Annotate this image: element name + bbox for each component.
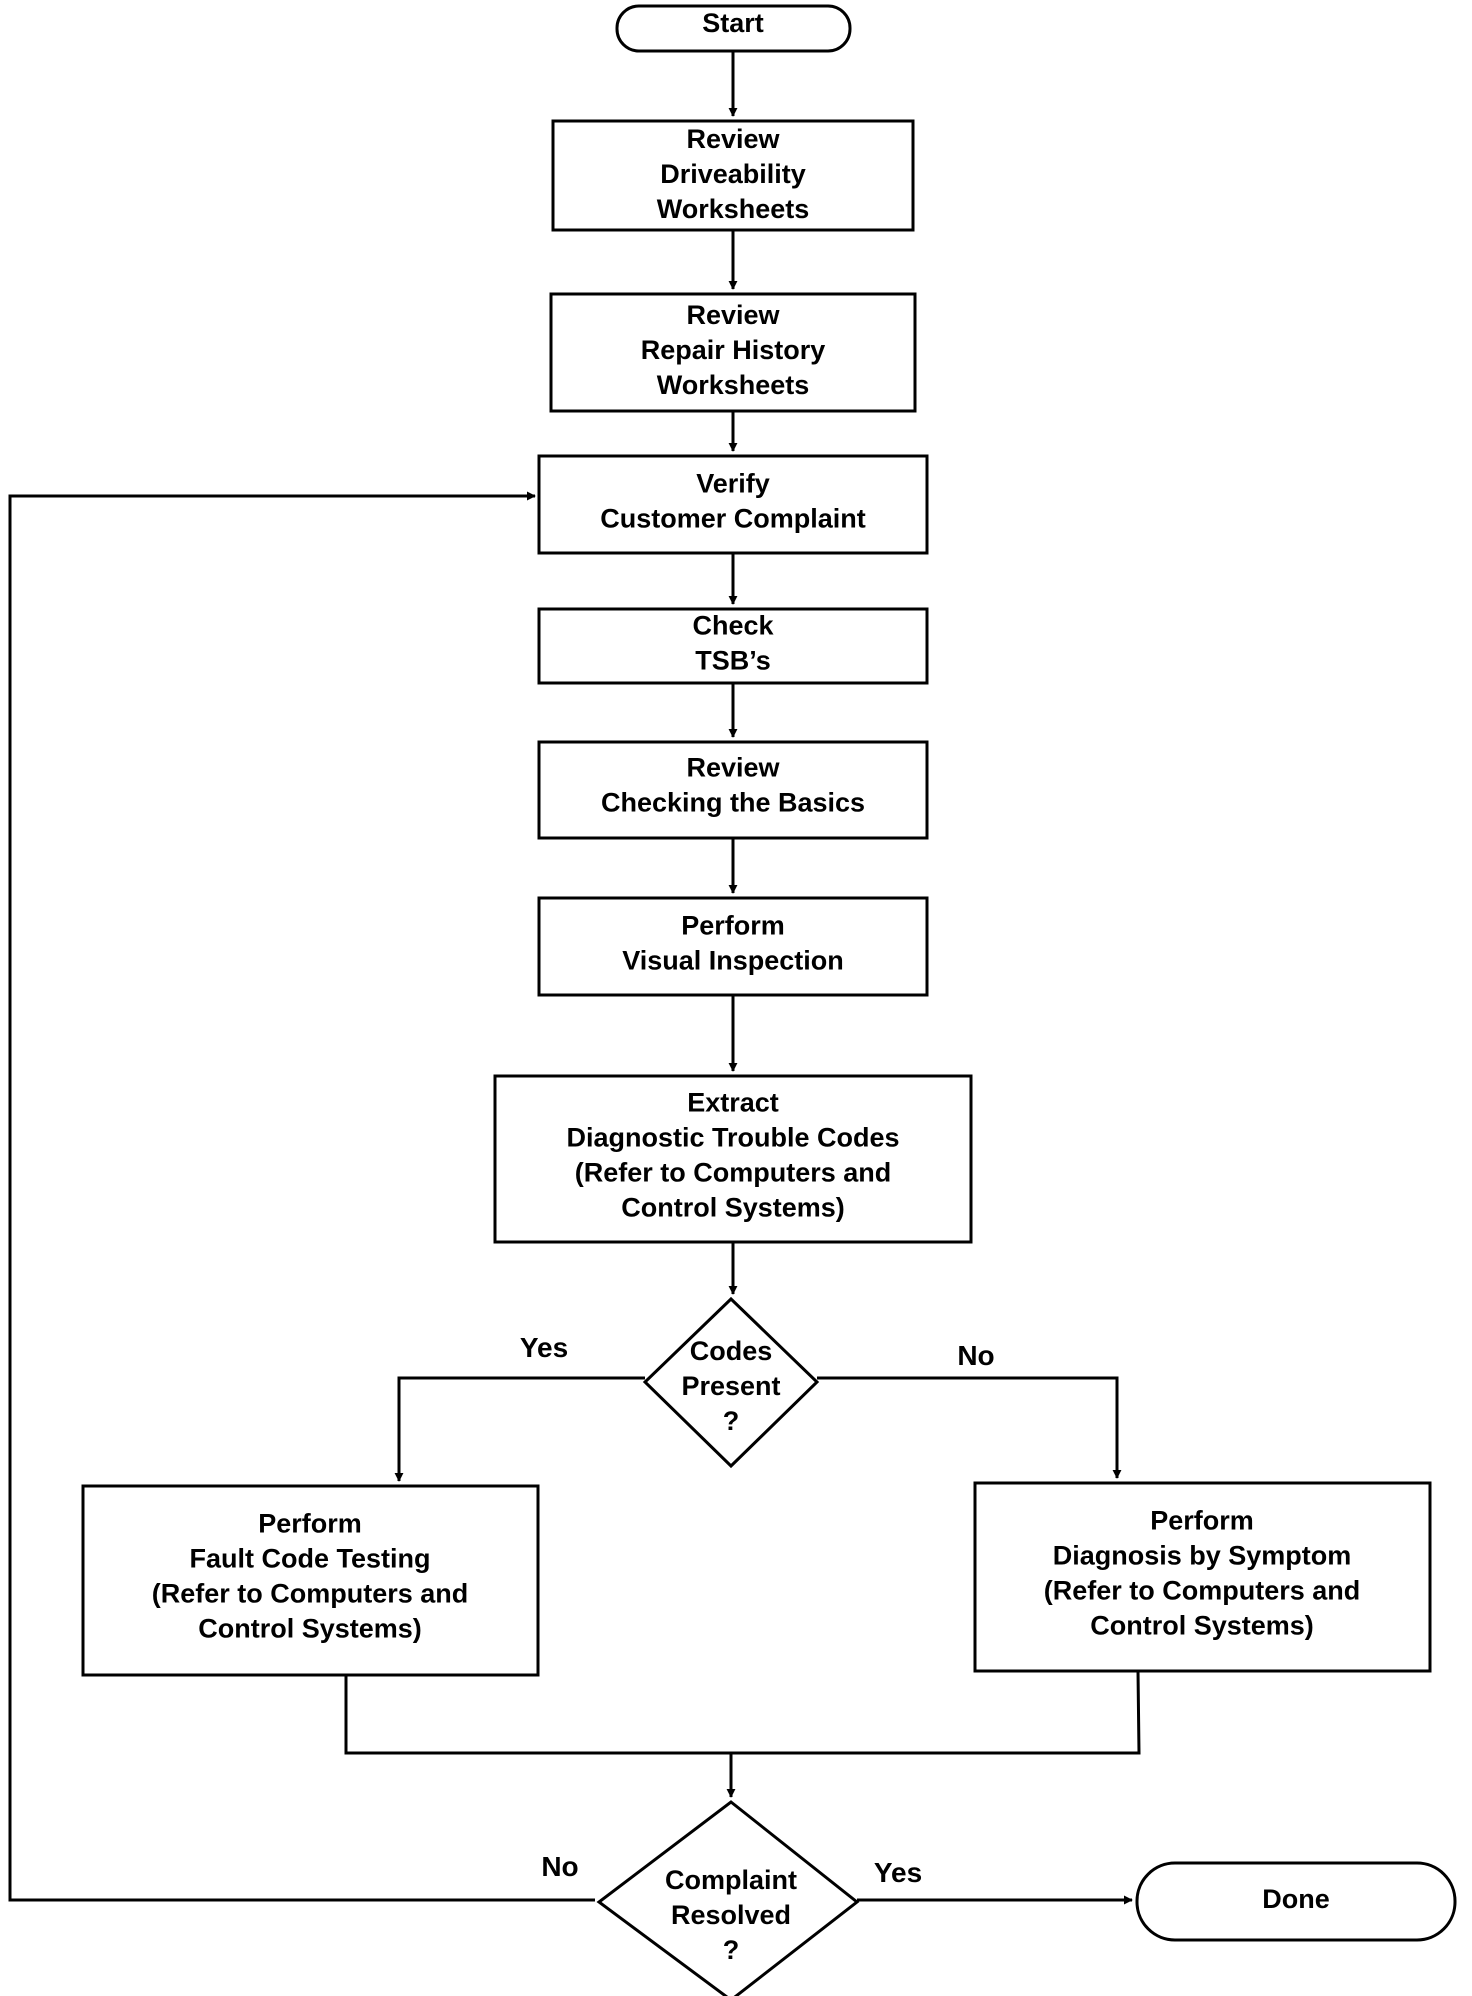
symptom-line-2: (Refer to Computers and bbox=[1044, 1576, 1361, 1606]
done-line-0: Done bbox=[1262, 1884, 1330, 1914]
codes-line-1: Present bbox=[681, 1371, 780, 1401]
fault-line-0: Perform bbox=[258, 1509, 362, 1539]
edge-codes-yes bbox=[394, 1376, 645, 1482]
visual-line-1: Visual Inspection bbox=[622, 946, 844, 976]
codes-no-label: No bbox=[957, 1340, 994, 1371]
repair-line-2: Worksheets bbox=[657, 370, 810, 400]
extract-line-0: Extract bbox=[687, 1088, 779, 1118]
codes-line-0: Codes bbox=[690, 1336, 773, 1366]
start-line-0: Start bbox=[702, 8, 764, 38]
repair-line-1: Repair History bbox=[641, 335, 826, 365]
symptom-line-0: Perform bbox=[1150, 1506, 1254, 1536]
resolved-no-label: No bbox=[541, 1851, 578, 1882]
resolved-line-1: Resolved bbox=[671, 1900, 791, 1930]
fault-line-2: (Refer to Computers and bbox=[152, 1579, 469, 1609]
verify-line-0: Verify bbox=[696, 469, 770, 499]
basics-line-0: Review bbox=[686, 753, 780, 783]
connectors bbox=[8, 51, 1141, 1905]
resolved-line-0: Complaint bbox=[665, 1865, 797, 1895]
node-start: Start bbox=[615, 4, 852, 53]
edge-resolved-no bbox=[8, 491, 595, 1902]
driveability-line-2: Worksheets bbox=[657, 194, 810, 224]
codes-yes-label: Yes bbox=[520, 1332, 568, 1363]
edge-fault-merge bbox=[344, 1670, 1141, 1755]
verify-line-1: Customer Complaint bbox=[600, 504, 866, 534]
node-done: Done bbox=[1135, 1861, 1457, 1942]
extract-line-1: Diagnostic Trouble Codes bbox=[566, 1123, 899, 1153]
basics-line-1: Checking the Basics bbox=[601, 788, 865, 818]
node-start-text: Start bbox=[702, 8, 764, 38]
fault-line-3: Control Systems) bbox=[198, 1614, 422, 1644]
driveability-line-0: Review bbox=[686, 124, 780, 154]
resolved-yes-label: Yes bbox=[874, 1857, 922, 1888]
repair-line-0: Review bbox=[686, 300, 780, 330]
resolved-line-2: ? bbox=[723, 1935, 740, 1965]
tsb-line-1: TSB’s bbox=[695, 646, 771, 676]
node-done-text: Done bbox=[1262, 1884, 1330, 1914]
fault-line-1: Fault Code Testing bbox=[190, 1544, 431, 1574]
driveability-line-1: Driveability bbox=[660, 159, 806, 189]
tsb-line-0: Check bbox=[692, 611, 774, 641]
codes-line-2: ? bbox=[723, 1406, 740, 1436]
extract-line-3: Control Systems) bbox=[621, 1193, 845, 1223]
extract-line-2: (Refer to Computers and bbox=[575, 1158, 892, 1188]
symptom-line-3: Control Systems) bbox=[1090, 1611, 1314, 1641]
symptom-line-1: Diagnosis by Symptom bbox=[1053, 1541, 1352, 1571]
edge-codes-no bbox=[817, 1376, 1122, 1479]
visual-line-0: Perform bbox=[681, 911, 785, 941]
